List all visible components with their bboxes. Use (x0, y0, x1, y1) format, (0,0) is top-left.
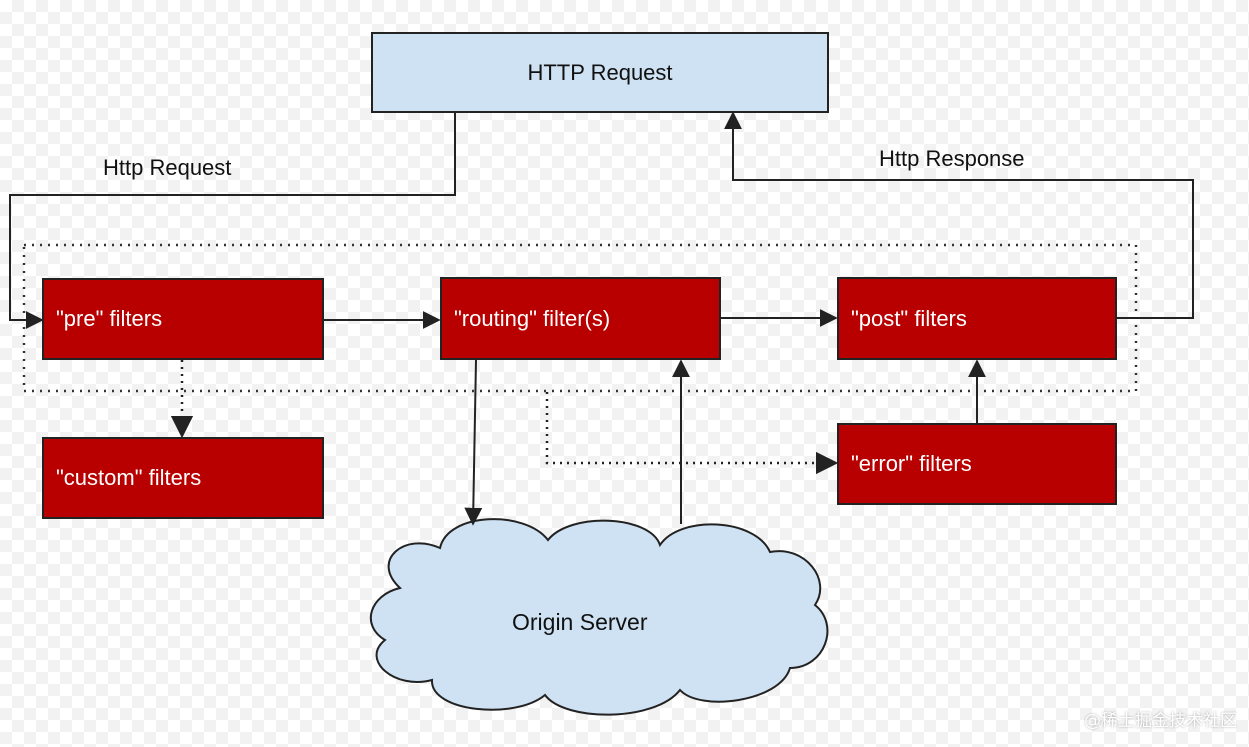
edge-post-to-response (724, 111, 1194, 319)
error-filters-node: "error" filters (837, 423, 1117, 505)
edge-request-to-pre (9, 112, 456, 329)
pre-filters-node: "pre" filters (42, 278, 324, 360)
edge-routing-to-origin (464, 359, 483, 526)
custom-filters-node: "custom" filters (42, 437, 324, 519)
post-filters-label: "post" filters (851, 305, 967, 331)
watermark: @稀土掘金技术社区 (1084, 711, 1237, 731)
http-request-edge-label: Http Request (103, 155, 232, 180)
http-response-edge-label: Http Response (879, 146, 1025, 171)
origin-server-cloud (369, 518, 829, 716)
pre-filters-label: "pre" filters (56, 306, 163, 331)
routing-filters-label: "routing" filter(s) (454, 305, 611, 331)
http-request-node-label: HTTP Request (527, 59, 673, 85)
routing-filters-node: "routing" filter(s) (440, 277, 721, 360)
custom-filters-label: "custom" filters (56, 465, 202, 490)
http-request-node: HTTP Request (371, 32, 829, 113)
post-filters-node: "post" filters (837, 277, 1117, 360)
error-filters-label: "error" filters (851, 451, 972, 476)
origin-server-label: Origin Server (512, 609, 648, 635)
edge-chain-to-error (545, 392, 839, 475)
